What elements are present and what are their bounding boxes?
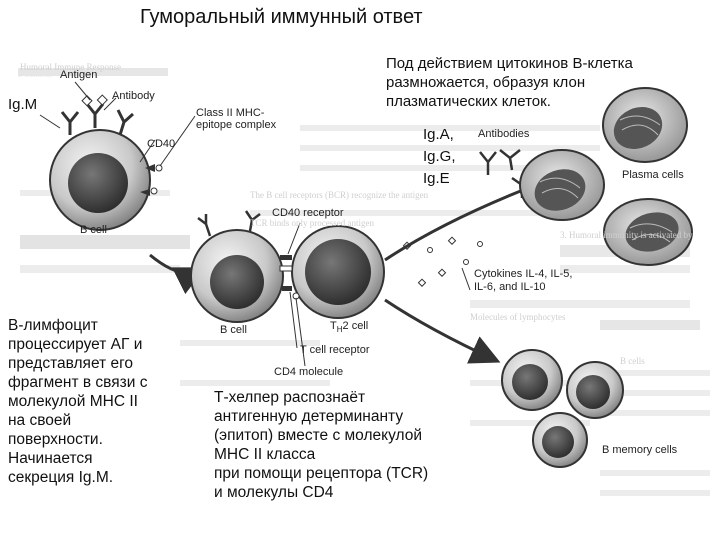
label-antibodies: Antibodies	[478, 128, 530, 140]
mhc-epitope-complex-icon	[140, 164, 163, 196]
label-class2-mhc: Class II MHC- epitope complex	[196, 107, 277, 131]
label-leaders-mid	[287, 222, 306, 367]
receptor-contacts	[279, 255, 300, 300]
label-plasma-cells: Plasma cells	[622, 169, 684, 181]
bg-text-1: Humoral Immune Response	[20, 62, 121, 72]
label-antibody: Antibody	[112, 90, 155, 102]
note-t-helper: Т-хелпер распознаёт антигенную детермина…	[214, 389, 429, 501]
label-cd4: CD4 molecule	[274, 366, 344, 378]
page-title: Гуморальный иммунный ответ	[140, 6, 423, 28]
plasma-cell-1	[602, 87, 688, 163]
cytokine-particles	[402, 236, 483, 287]
label-antigen: Antigen	[60, 69, 98, 81]
memory-cell-1	[501, 349, 563, 411]
label-cytokines: Cytokines IL-4, IL-5, IL-6, and IL-10	[474, 268, 573, 293]
cytokine-leader	[461, 267, 471, 291]
note-plasma-clone: Под действием цитокинов В-клетка размнож…	[386, 55, 633, 110]
b-cell-2	[190, 229, 284, 323]
label-b-cell-1: B cell	[80, 224, 107, 236]
surface-antibodies-2	[197, 210, 261, 237]
bg-text-2: The B cell receptors (BCR) recognize the…	[250, 190, 429, 200]
plasma-cell-2	[519, 149, 605, 221]
label-th2-cell: TH2 cell	[330, 320, 369, 335]
bg-text-4: 3. Humoral immunity is activated by	[560, 230, 693, 240]
bg-text-6: B cells	[620, 356, 645, 366]
arrow-to-memory	[384, 298, 501, 364]
label-leaders-top	[39, 81, 196, 167]
b-cell-1	[49, 129, 151, 231]
surface-antibodies	[60, 103, 134, 136]
note-ig-classes: Ig.A, Ig.G, Ig.E	[423, 126, 456, 187]
label-b-cell-2: B cell	[220, 324, 247, 336]
label-cd40: CD40	[147, 138, 176, 150]
memory-cell-2	[566, 361, 624, 419]
label-tcr: T cell receptor	[300, 344, 370, 356]
th2-cell	[291, 225, 385, 319]
bg-text-5: Molecules of lymphocytes	[470, 312, 566, 322]
memory-cell-3	[532, 412, 588, 468]
bg-text-3: TCR binds only processed antigen	[250, 218, 374, 228]
note-igm: Ig.M	[8, 96, 38, 113]
note-b-lymphocyte: В-лимфоцит процессирует АГ и представляе…	[8, 317, 148, 486]
plasma-cell-3	[603, 198, 693, 266]
label-cd40-receptor: CD40 receptor	[272, 207, 344, 219]
label-memory-cells: B memory cells	[602, 444, 678, 456]
antigen-icon	[81, 94, 108, 107]
